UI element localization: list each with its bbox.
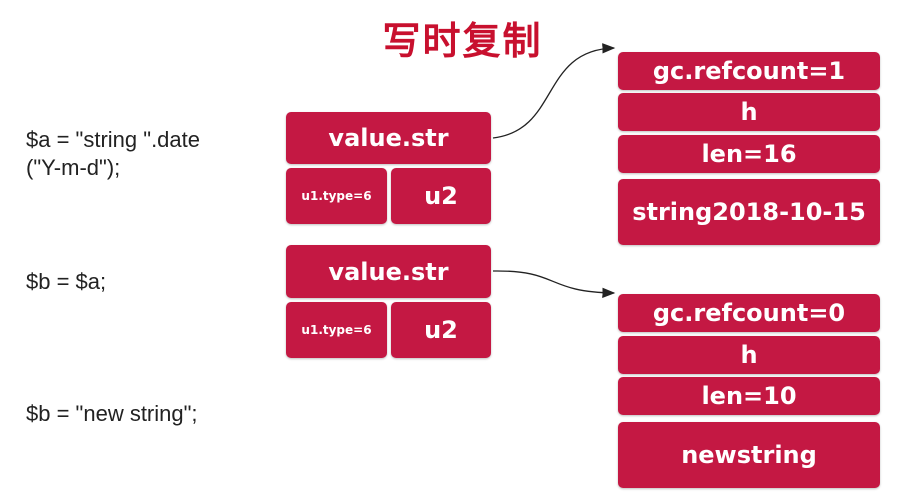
zval-a-type: u1.type=6 <box>286 168 387 224</box>
zval-b-value: value.str <box>286 245 491 298</box>
zval-b-type: u1.type=6 <box>286 302 387 358</box>
string1-value: string2018-10-15 <box>618 179 880 245</box>
zval-a-u2: u2 <box>391 168 491 224</box>
page-title: 写时复制 <box>382 19 543 63</box>
code-line-a: $a = "string ".date ("Y-m-d"); <box>26 126 200 182</box>
code-line-a-part1: $a = "string ".date <box>26 127 201 152</box>
code-line-a-part2: ("Y-m-d"); <box>26 155 121 180</box>
string1-hash: h <box>618 93 880 131</box>
code-line-b-new: $b = "new string"; <box>26 401 198 426</box>
string2-refcount: gc.refcount=0 <box>618 294 880 332</box>
arrow-b-to-string1 <box>492 270 616 299</box>
code-line-b: $b = $a; <box>26 269 107 294</box>
zval-a-value: value.str <box>286 112 491 164</box>
string2-len: len=10 <box>618 377 880 415</box>
string2-value: newstring <box>618 422 880 488</box>
string1-len: len=16 <box>618 135 880 173</box>
arrow-a-to-string1 <box>492 43 616 139</box>
string1-refcount: gc.refcount=1 <box>618 52 880 90</box>
string2-hash: h <box>618 336 880 374</box>
zval-b-u2: u2 <box>391 302 491 358</box>
